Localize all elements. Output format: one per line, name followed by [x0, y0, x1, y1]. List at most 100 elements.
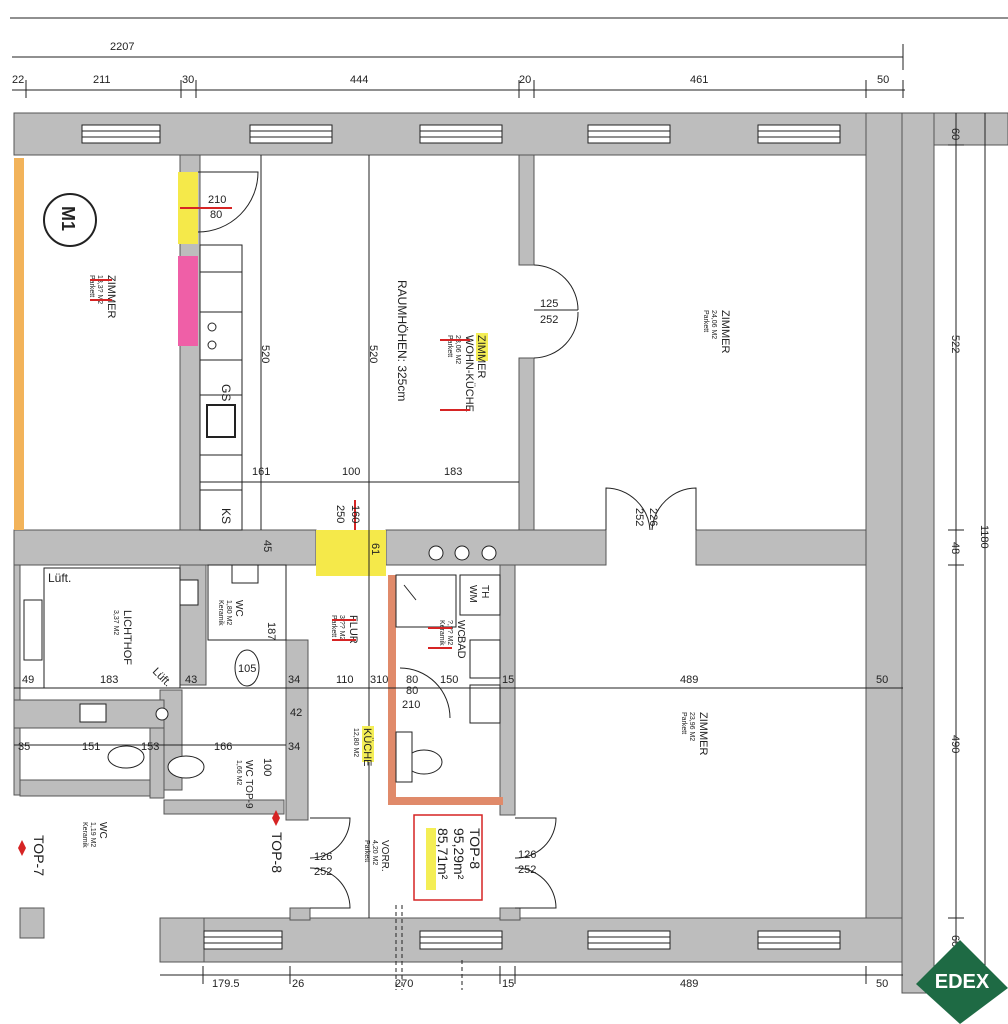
dim-42: 42 [290, 707, 302, 719]
dim-right-48: 48 [949, 542, 961, 554]
dim-right-522: 522 [949, 335, 961, 353]
door-250: 250 [334, 505, 346, 523]
dim-mid-310: 310 [370, 674, 388, 686]
room-wc-top9: WC TOP-9 1,66 M2 [235, 760, 254, 809]
door-252b: 252 [633, 508, 645, 526]
room-area: 1,66 M2 [235, 760, 242, 785]
dim-153: 153 [141, 741, 159, 753]
door-226: 226 [647, 508, 659, 526]
room-zimmer-right-top: ZIMMER 24,06 M2 Parkett [702, 310, 731, 353]
dim-top-20: 20 [519, 74, 531, 86]
door-210a: 210 [208, 194, 226, 206]
door-126a: 126 [314, 851, 332, 863]
door-wohn-zimmer: 125 252 [533, 264, 579, 359]
room-area: 1,80 M2 [225, 600, 232, 625]
room-area: 3,37 M2 [112, 610, 119, 635]
dim-bot-489: 489 [680, 978, 698, 990]
wc1-fixtures: 105 [207, 564, 287, 687]
dim-bot-179: 179.5 [212, 978, 240, 990]
door-flur-wohn: 250 160 [334, 500, 361, 530]
dim-top-30: 30 [182, 74, 194, 86]
dim-right-60a: 60 [949, 128, 961, 140]
dim-mid-50: 50 [876, 674, 888, 686]
lichthof-window [23, 599, 43, 661]
room-area: 12,80 M2 [352, 728, 359, 757]
orange-strip [14, 158, 24, 530]
door-252d: 252 [518, 864, 536, 876]
room-wc-top7: WC 1,19 M2 Keramik [81, 822, 108, 848]
vent-box [179, 579, 199, 606]
dim-mid-34: 34 [288, 674, 300, 686]
room-name: WC [233, 600, 244, 617]
room-zimmer-right-bottom: ZIMMER 23,96 M2 Parkett [680, 712, 709, 755]
dimension-top-total: 2207 [12, 41, 904, 70]
th-label: TH [479, 585, 490, 598]
door-126b: 126 [518, 849, 536, 861]
room-lichthof: LICHTHOF 3,37 M2 [112, 610, 133, 665]
dimension-right-col: 60 522 48 490 60 1180 [948, 113, 990, 1000]
dim-61: 61 [369, 543, 381, 555]
dimension-bottom-row: 179.5 26 270 15 489 50 [160, 966, 903, 990]
room-kueche: KÜCHE 12,80 M2 [352, 726, 374, 767]
summary-unit: TOP-8 [467, 828, 483, 869]
room-zimmer-left: ZIMMER 13,3? M2 Parkett [88, 275, 117, 318]
dim-top-461: 461 [690, 74, 708, 86]
dim-mid-489: 489 [680, 674, 698, 686]
room-name: WC TOP-9 [243, 760, 254, 809]
dim-mid-15: 15 [502, 674, 514, 686]
door-160: 160 [349, 505, 361, 523]
room-flur: FLUR 3,?? M2 Parkett [330, 615, 359, 644]
room-area: 23,96 M2 [688, 712, 695, 741]
top7-label: TOP-7 [31, 835, 47, 876]
dim-top-50: 50 [877, 74, 889, 86]
door-252c: 252 [314, 866, 332, 878]
dim-100a: 100 [342, 466, 360, 478]
dim-mid-49: 49 [22, 674, 34, 686]
wm-label: WM [467, 585, 478, 603]
room-name: LICHTHOF [121, 610, 133, 665]
room-name: KÜCHE [361, 728, 373, 767]
room-wohnkueche: ZIMMER WOHN-KÜCHE 23,06 M2 Parkett [446, 333, 488, 412]
windows-bottom [203, 930, 841, 950]
dim-166: 166 [214, 741, 232, 753]
dim-top-444: 444 [350, 74, 368, 86]
room-name: BAD [455, 636, 467, 659]
room-floor: Parkett [330, 615, 337, 637]
dim-520a: 520 [259, 345, 271, 363]
room-name: WOHN-KÜCHE [463, 335, 475, 412]
dim-34b: 34 [288, 741, 300, 753]
dim-520b: 520 [367, 345, 379, 363]
pink-fill [178, 256, 198, 346]
room-floor: Parkett [702, 310, 709, 332]
room-bad: WC BAD ?,?? M2 Keramik [438, 620, 467, 659]
vent-circle [155, 707, 169, 721]
door-zimmer-left: 210 80 [180, 171, 259, 233]
dim-right-total: 1180 [978, 525, 990, 549]
toilet-top9 [167, 755, 205, 779]
yellow-door-fill-mid [316, 530, 386, 576]
dim-bot-50: 50 [876, 978, 888, 990]
stove-burners [428, 545, 497, 561]
door-vorraum: 126 252 [309, 817, 351, 909]
windows-top [81, 124, 841, 144]
door-105: 105 [238, 663, 256, 675]
dim-right-490: 490 [949, 735, 961, 753]
room-floor: Parkett [680, 712, 687, 734]
dim-35: 35 [18, 741, 30, 753]
dim-top-22: 22 [12, 74, 24, 86]
dim-45: 45 [261, 540, 273, 552]
room-name: ZIMMER [697, 712, 709, 755]
door-252a: 252 [540, 314, 558, 326]
lueft-label-b: Lüft. [150, 666, 174, 690]
room-vorraum: VORR. 4,20 M2 Parkett [363, 840, 390, 872]
room-area: 24,06 M2 [710, 310, 717, 339]
room-floor: Parkett [446, 335, 453, 357]
gs-label: GS [219, 384, 233, 401]
dim-151: 151 [82, 741, 100, 753]
kitchen-counter: GS KS [199, 244, 243, 531]
room-name: FLUR [347, 615, 359, 644]
summary-area1: 95,29m² [451, 828, 467, 880]
room-wc1: WC 1,80 M2 Keramik [217, 600, 244, 626]
bath-tile-strip [388, 575, 396, 805]
room-name: VORR. [379, 840, 390, 872]
